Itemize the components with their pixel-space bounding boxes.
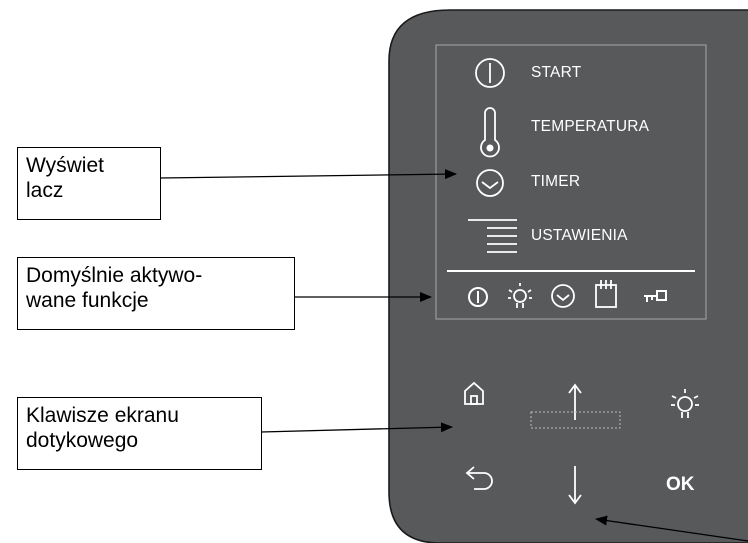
ok-button[interactable]: OK	[666, 474, 695, 495]
clock-icon	[476, 169, 504, 197]
touch-field-outline	[530, 411, 621, 429]
home-icon[interactable]	[464, 381, 484, 405]
leader-display	[159, 169, 457, 180]
callout-default-functions: Domyślnie aktywo- wane funkcje	[17, 257, 295, 330]
light-key-icon[interactable]	[671, 389, 699, 418]
arrow-up-icon[interactable]	[568, 383, 582, 420]
power-small-icon	[468, 287, 488, 307]
callout-display: Wyświet lacz	[17, 147, 161, 220]
menu-settings-label: USTAWIENIA	[531, 227, 628, 244]
leader-bottom	[595, 515, 748, 542]
callout-display-line2: lacz	[26, 179, 64, 202]
thermometer-icon	[480, 107, 500, 158]
callout-touch-keys-line1: Klawisze ekranu	[26, 404, 179, 427]
power-icon	[475, 58, 505, 88]
back-icon[interactable]	[465, 466, 493, 490]
light-icon	[508, 283, 532, 308]
leader-touch-keys	[260, 422, 453, 433]
key-icon	[644, 290, 667, 302]
callout-touch-keys-line2: dotykowego	[26, 429, 139, 452]
settings-lines-icon	[468, 219, 517, 253]
device-panel	[388, 9, 748, 543]
clock-small-icon	[551, 284, 575, 308]
callout-default-functions-line2: wane funkcje	[26, 289, 149, 312]
arrow-down-icon[interactable]	[568, 466, 582, 505]
callout-display-line1: Wyświet	[26, 154, 104, 177]
menu-start-label: START	[531, 64, 582, 81]
menu-timer-label: TIMER	[531, 173, 581, 190]
calendar-icon	[595, 280, 617, 308]
callout-default-functions-line1: Domyślnie aktywo-	[26, 264, 203, 287]
menu-temperature-label: TEMPERATURA	[531, 118, 650, 135]
display-frame	[435, 44, 707, 320]
callout-touch-keys: Klawisze ekranu dotykowego	[17, 397, 262, 470]
